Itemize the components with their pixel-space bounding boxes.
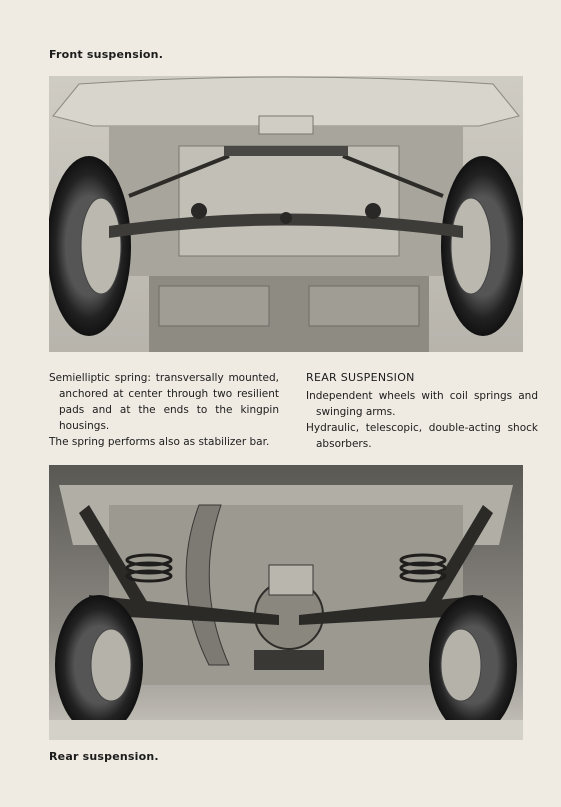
rear-suspension-caption: Rear suspension. (49, 750, 159, 763)
rear-suspension-photo (49, 465, 523, 740)
shock-absorbers-description: Hydraulic, telescopic, double-acting sho… (306, 422, 538, 450)
rear-suspension-description: REAR SUSPENSION Independent wheels with … (306, 370, 538, 452)
front-suspension-illustration (49, 76, 523, 352)
rear-suspension-heading: REAR SUSPENSION (306, 371, 415, 384)
front-suspension-caption: Front suspension. (49, 48, 164, 61)
stabilizer-note: The spring performs also as stabilizer b… (49, 436, 270, 448)
front-suspension-description: Semielliptic spring: transversally mount… (49, 370, 279, 454)
front-suspension-photo (49, 76, 523, 352)
rear-suspension-illustration (49, 465, 523, 740)
wheels-description: Independent wheels with coil springs and… (306, 390, 538, 418)
spring-description: Semielliptic spring: transversally mount… (49, 372, 279, 432)
